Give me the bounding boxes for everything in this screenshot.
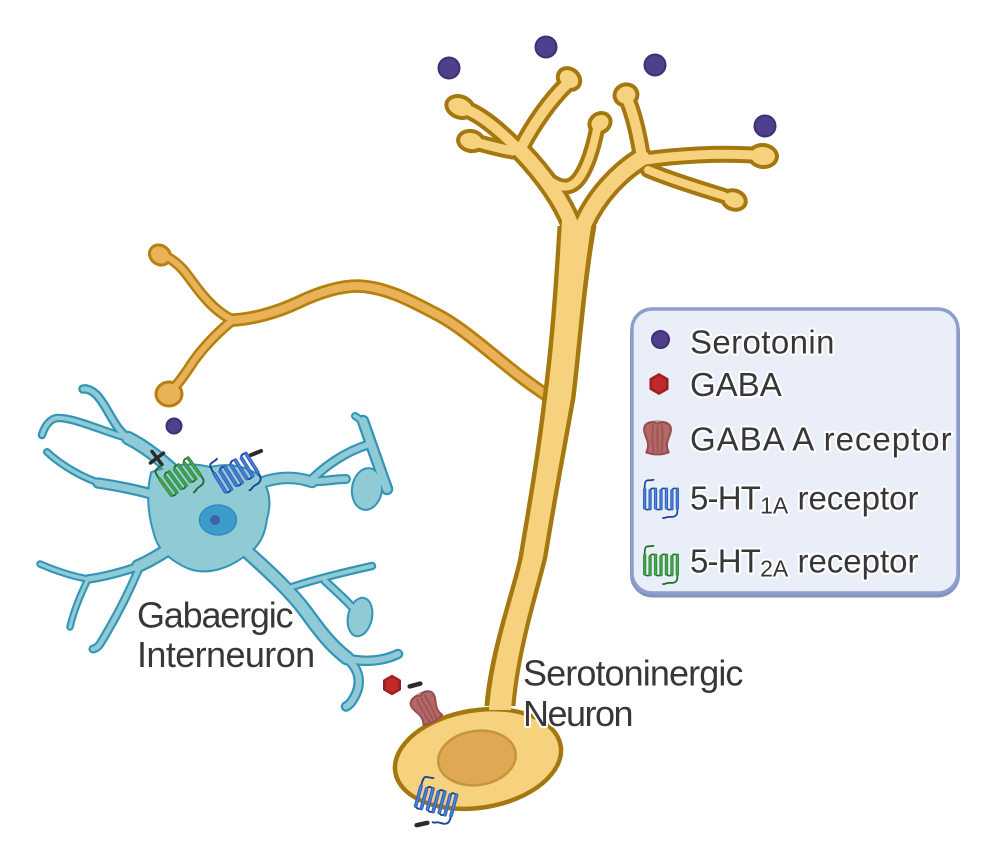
svg-text:Serotonin: Serotonin (690, 324, 835, 361)
svg-text:5-HT2A receptor: 5-HT2A receptor (690, 543, 919, 582)
svg-text:Interneuron: Interneuron (137, 634, 315, 675)
svg-text:Gabaergic: Gabaergic (137, 595, 293, 636)
svg-text:5-HT1A receptor: 5-HT1A receptor (690, 479, 919, 518)
svg-text:Serotoninergic: Serotoninergic (523, 653, 743, 694)
svg-text:GABA: GABA (690, 366, 782, 403)
svg-text:GABA A receptor: GABA A receptor (690, 421, 953, 458)
svg-text:Neuron: Neuron (523, 693, 632, 734)
